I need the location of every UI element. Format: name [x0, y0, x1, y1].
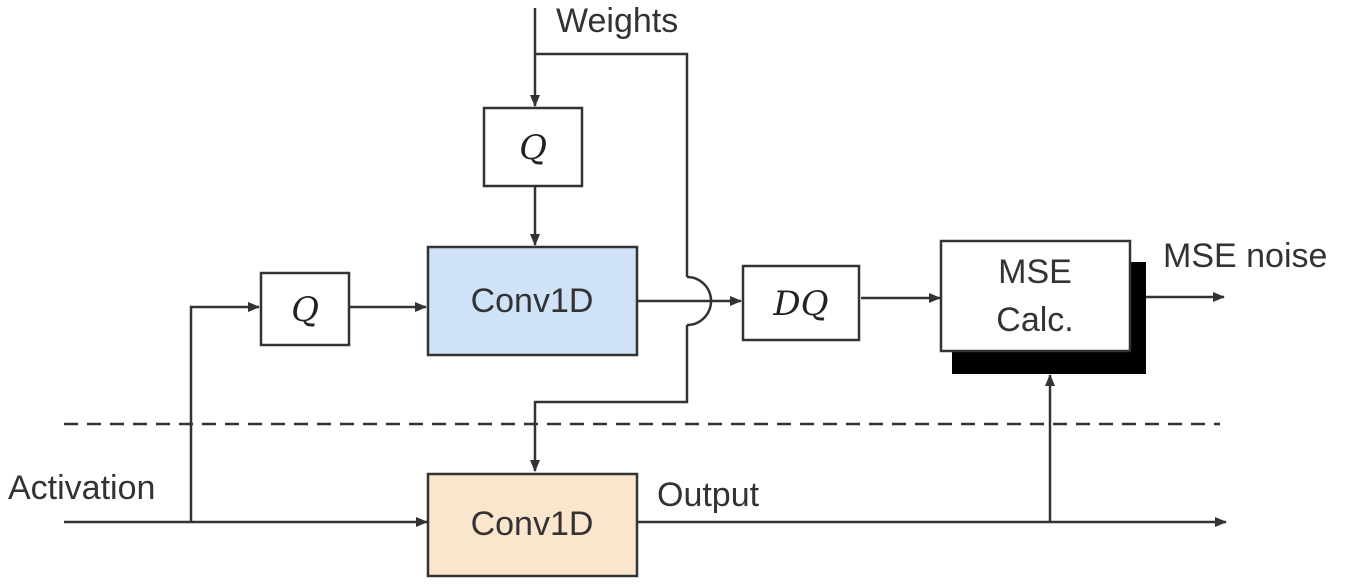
conv1d-float-block: Conv1D — [426, 472, 639, 578]
weights-bypass-line-bottom — [530, 325, 689, 472]
conv1d-float-label: Conv1D — [471, 505, 594, 543]
conv1d-quantized-block: Conv1D — [426, 245, 639, 357]
q-weights-label: Q — [519, 128, 547, 168]
activation-branch-arrow — [189, 302, 260, 522]
dequantize-label: DQ — [772, 284, 828, 324]
q-weights-block: Q — [482, 106, 584, 188]
activation-label: Activation — [8, 469, 155, 507]
weights-label: Weights — [556, 2, 678, 40]
dequantize-block: DQ — [741, 264, 861, 342]
mse-calc-block: MSE Calc. — [939, 239, 1146, 374]
conv1d-quantized-label: Conv1D — [471, 282, 594, 320]
q-activation-block: Q — [259, 271, 351, 347]
mse-calc-label-line2: Calc. — [996, 301, 1073, 339]
weights-bypass-line-top — [535, 52, 689, 277]
mse-noise-label: MSE noise — [1163, 237, 1327, 275]
mse-calc-label-line1: MSE — [998, 253, 1072, 291]
output-label: Output — [657, 476, 760, 514]
q-activation-label: Q — [291, 290, 319, 330]
